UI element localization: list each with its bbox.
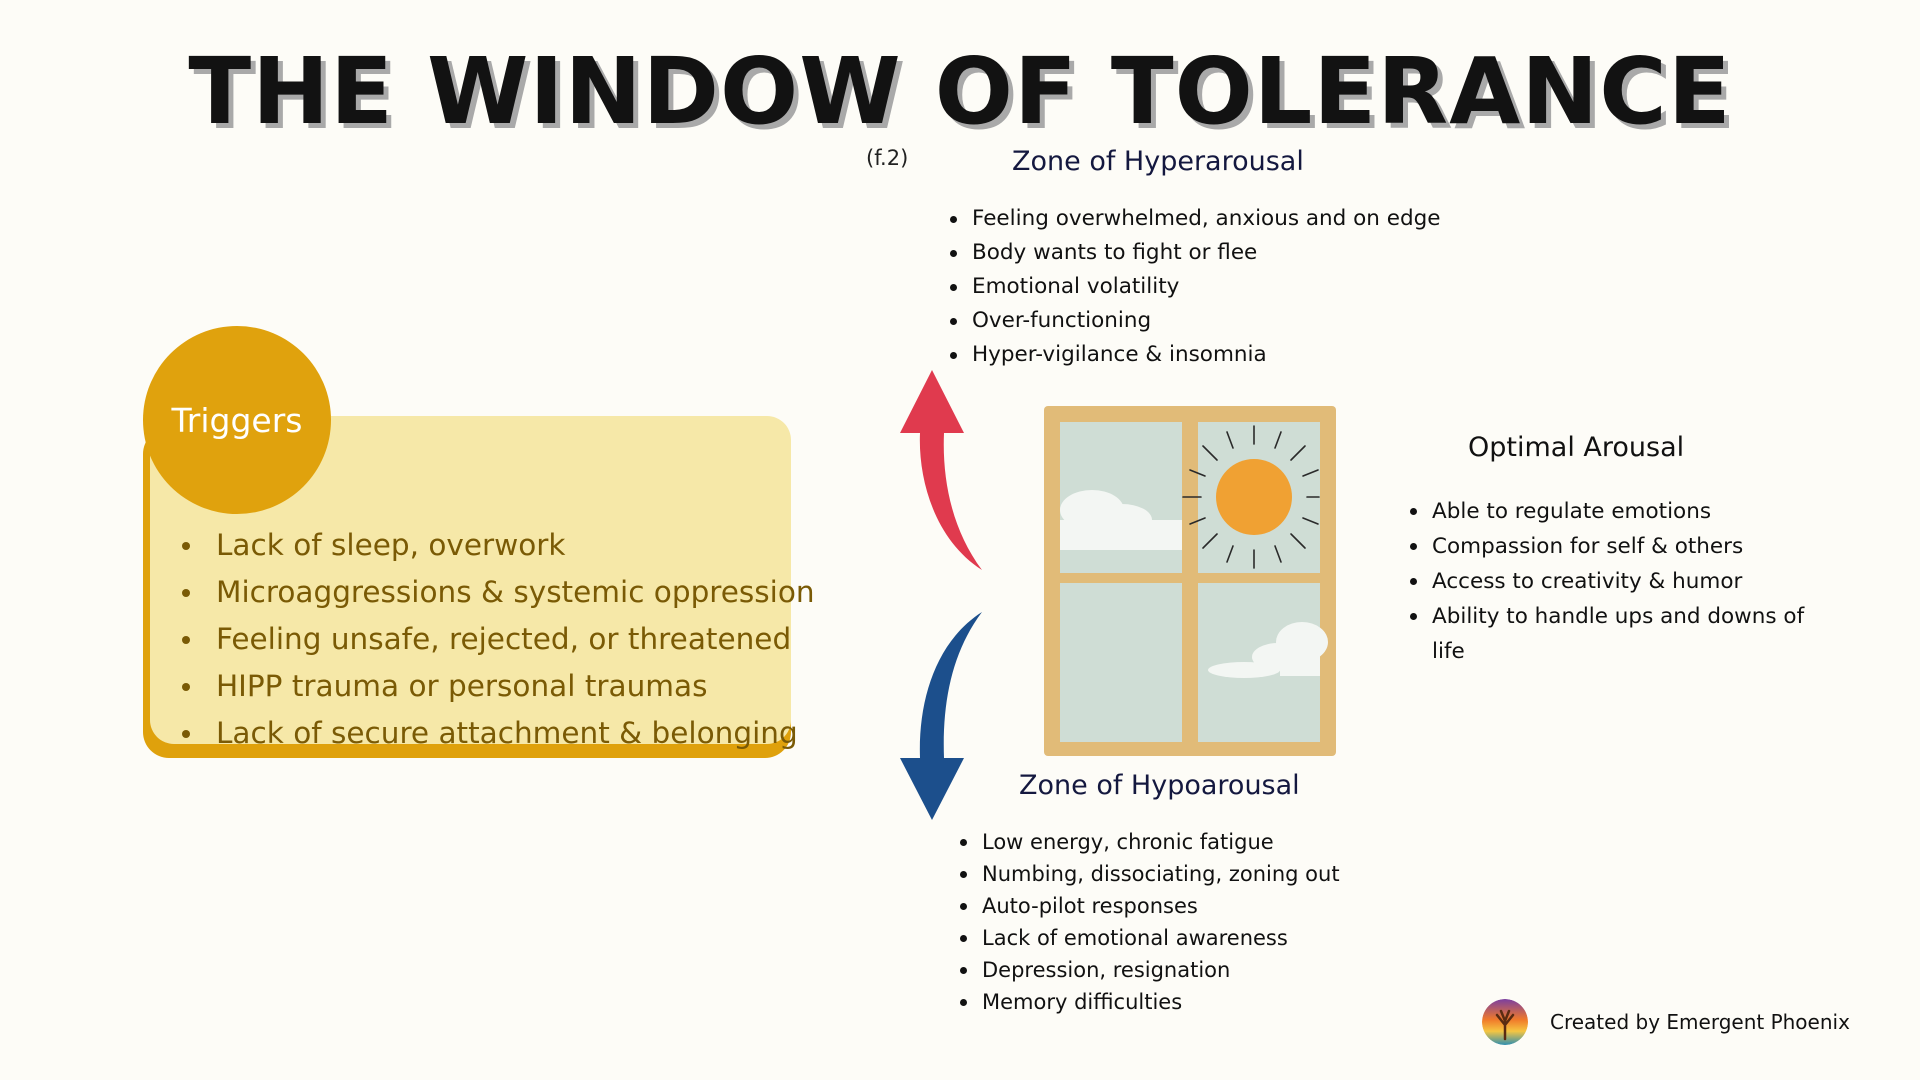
trigger-item: HIPP trauma or personal traumas <box>178 663 798 710</box>
arousal-arrows <box>900 370 982 820</box>
trigger-item: Feeling unsafe, rejected, or threatened <box>178 616 798 663</box>
hypoarousal-item: Auto-pilot responses <box>958 890 1340 922</box>
optimal-arousal-item: Compassion for self & others <box>1408 529 1828 564</box>
cloud-icon <box>1208 622 1328 678</box>
hyperarousal-item: Emotional volatility <box>948 270 1441 304</box>
triggers-title: Triggers <box>171 400 303 440</box>
hypoarousal-heading: Zone of Hypoarousal <box>1019 770 1300 801</box>
hyperarousal-item: Hyper-vigilance & insomnia <box>948 338 1441 372</box>
hypoarousal-item: Low energy, chronic fatigue <box>958 826 1340 858</box>
optimal-arousal-list: Able to regulate emotions Compassion for… <box>1408 494 1828 669</box>
hyperarousal-list: Feeling overwhelmed, anxious and on edge… <box>948 202 1441 372</box>
hypoarousal-item: Memory difficulties <box>958 986 1340 1018</box>
credit-text: Created by Emergent Phoenix <box>1550 1010 1850 1034</box>
window-with-sun-illustration <box>1044 406 1336 756</box>
cloud-icon <box>1060 490 1182 550</box>
hyperarousal-item: Feeling overwhelmed, anxious and on edge <box>948 202 1441 236</box>
hypoarousal-item: Numbing, dissociating, zoning out <box>958 858 1340 890</box>
red-curved-up-arrow-icon <box>900 370 982 570</box>
figure-label: (f.2) <box>866 146 909 170</box>
trigger-item: Microaggressions & systemic oppression <box>178 569 815 616</box>
triggers-badge: Triggers <box>143 326 331 514</box>
optimal-arousal-item: Access to creativity & humor <box>1408 564 1828 599</box>
blue-curved-down-arrow-icon <box>900 612 982 820</box>
hypoarousal-item: Depression, resignation <box>958 954 1340 986</box>
phoenix-tree-logo-icon <box>1482 999 1528 1045</box>
trigger-item: Lack of secure attachment & belonging <box>178 710 798 757</box>
hyperarousal-heading: Zone of Hyperarousal <box>1012 146 1304 177</box>
triggers-list: Lack of sleep, overwork Microaggressions… <box>178 522 815 757</box>
page-title: THE WINDOW OF TOLERANCE <box>188 38 1732 145</box>
hyperarousal-item: Over-functioning <box>948 304 1441 338</box>
optimal-arousal-item: Ability to handle ups and downs of life <box>1408 599 1828 669</box>
hypoarousal-item: Lack of emotional awareness <box>958 922 1340 954</box>
hyperarousal-item: Body wants to fight or flee <box>948 236 1441 270</box>
sun-icon <box>1182 425 1320 569</box>
credit: Created by Emergent Phoenix <box>1482 999 1850 1045</box>
hypoarousal-list: Low energy, chronic fatigue Numbing, dis… <box>958 826 1340 1018</box>
trigger-item: Lack of sleep, overwork <box>178 522 798 569</box>
optimal-arousal-heading: Optimal Arousal <box>1468 432 1685 463</box>
optimal-arousal-item: Able to regulate emotions <box>1408 494 1828 529</box>
